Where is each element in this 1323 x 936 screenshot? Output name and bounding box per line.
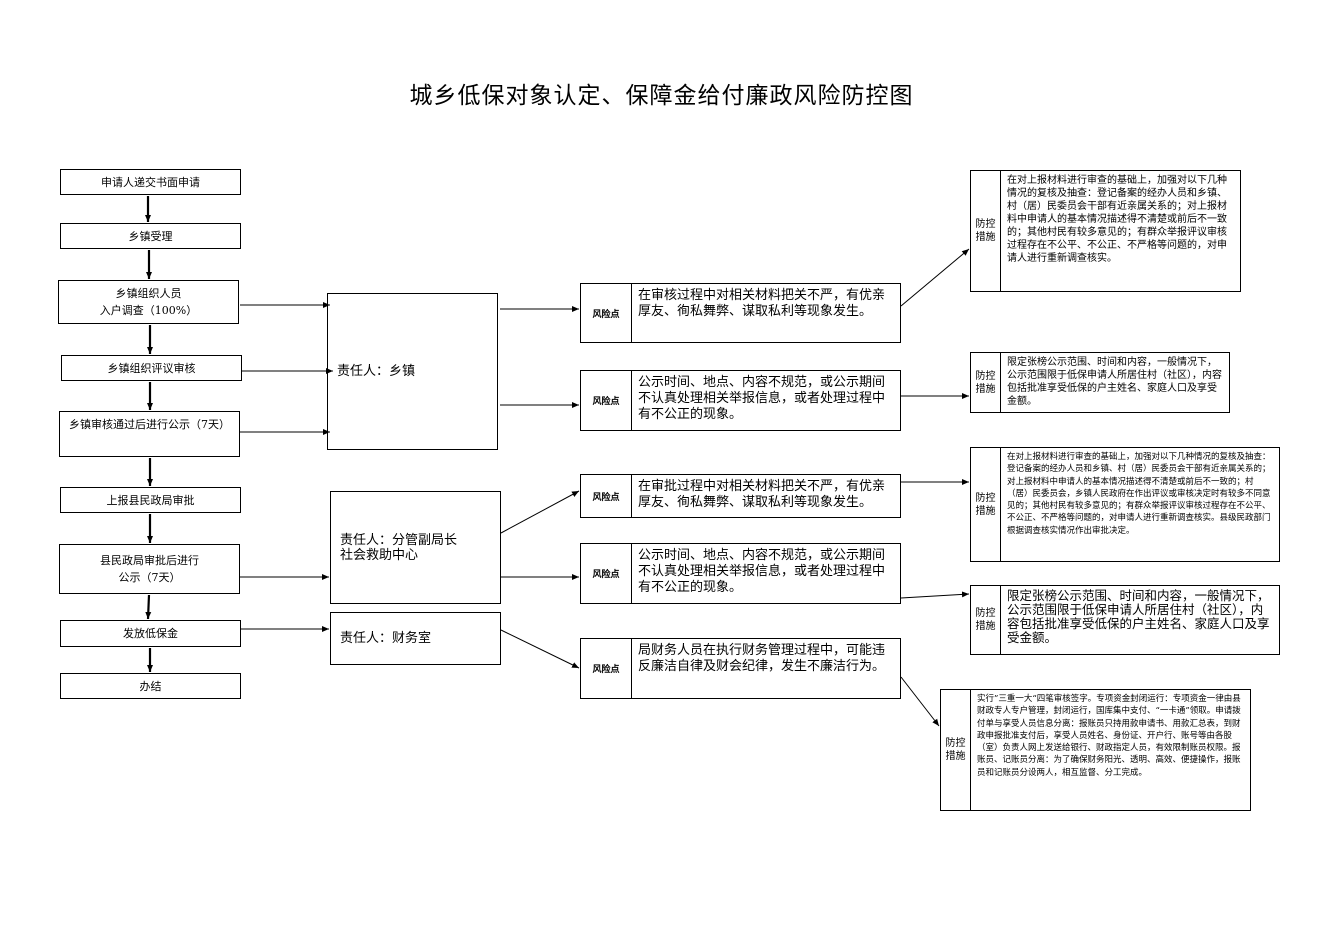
arrow-resp3-risk5 — [500, 629, 580, 669]
measure-text: 在对上报材料进行审查的基础上，加强对以下几种情况的复核及抽查：登记备案的经办人员… — [1007, 175, 1227, 264]
step-apply: 申请人递交书面申请 — [60, 169, 241, 195]
step-complete: 办结 — [60, 673, 241, 699]
step-pay: 发放低保金 — [60, 620, 241, 647]
measure-finance: 防控措施 实行”三重一大“四笔审核签字。专项资金封闭运行：专项资金一律由县财政专… — [940, 689, 1251, 811]
risk-text: 在审批过程中对相关材料把关不严，有优亲厚友、徇私舞弊、谋取私利等现象发生。 — [638, 479, 886, 510]
measure-text: 实行”三重一大“四笔审核签字。专项资金封闭运行：专项资金一律由县财政专人专户管理… — [977, 694, 1241, 778]
arrow-resp2-risk3 — [500, 490, 580, 534]
responsible-town-text: 责任人：乡镇 — [337, 364, 416, 379]
measure-label: 防控措施 — [941, 690, 971, 810]
measure-label: 防控措施 — [971, 353, 1001, 412]
step-town-publicity: 乡镇审核通过后进行公示（7天） — [59, 411, 240, 457]
risk-county-publicity: 风险点 公示时间、地点、内容不规范，或公示期间不认真处理相关举报信息，或者处理过… — [580, 543, 901, 604]
measure-label: 防控措施 — [971, 586, 1001, 654]
risk-label: 风险点 — [581, 544, 632, 603]
risk-text: 在审核过程中对相关材料把关不严，有优亲厚友、徇私舞弊、谋取私利等现象发生。 — [638, 288, 886, 319]
measure-county-approval: 防控措施 在对上报材料进行审查的基础上，加强对以下几种情况的复核及抽查：登记备案… — [970, 447, 1280, 562]
risk-text: 公示时间、地点、内容不规范，或公示期间不认真处理相关举报信息，或者处理过程中有不… — [638, 375, 886, 422]
step-accept: 乡镇受理 — [60, 223, 241, 249]
measure-text: 在对上报材料进行审查的基础上，加强对以下几种情况的复核及抽查：登记备案的经办人员… — [1007, 452, 1271, 536]
risk-label: 风险点 — [581, 284, 632, 342]
risk-text: 公示时间、地点、内容不规范，或公示期间不认真处理相关举报信息，或者处理过程中有不… — [638, 548, 886, 595]
measure-town-review: 防控措施 在对上报材料进行审查的基础上，加强对以下几种情况的复核及抽查：登记备案… — [970, 170, 1241, 292]
page-title: 城乡低保对象认定、保障金给付廉政风险防控图 — [409, 83, 914, 109]
responsible-finance: 责任人：财务室 — [330, 612, 501, 665]
arrow-risk1-measure1 — [900, 248, 970, 307]
step-review: 乡镇组织评议审核 — [61, 355, 242, 381]
risk-label: 风险点 — [581, 639, 632, 698]
responsible-finance-text: 责任人：财务室 — [340, 631, 432, 646]
arrow-step7-step8 — [145, 594, 152, 620]
step-report-county: 上报县民政局审批 — [60, 487, 241, 513]
risk-county-approval: 风险点 在审批过程中对相关材料把关不严，有优亲厚友、徇私舞弊、谋取私利等现象发生… — [580, 474, 901, 518]
risk-label: 风险点 — [581, 371, 632, 430]
risk-text: 局财务人员在执行财务管理过程中，可能违反廉洁自律及财会纪律，发生不廉洁行为。 — [638, 643, 886, 674]
arrow-risk4-measure4 — [900, 591, 970, 599]
responsible-town: 责任人：乡镇 — [327, 293, 498, 450]
measure-text: 限定张榜公示范围、时间和内容，一般情况下，公示范围限于低保申请人所居住村（社区）… — [1007, 588, 1270, 645]
measure-town-publicity: 防控措施 限定张榜公示范围、时间和内容，一般情况下，公示范围限于低保申请人所居住… — [970, 352, 1230, 413]
measure-label: 防控措施 — [971, 171, 1001, 291]
step-investigate: 乡镇组织人员 入户调查（100%） — [58, 280, 239, 324]
risk-town-publicity: 风险点 公示时间、地点、内容不规范，或公示期间不认真处理相关举报信息，或者处理过… — [580, 370, 901, 431]
measure-text: 限定张榜公示范围、时间和内容，一般情况下，公示范围限于低保申请人所居住村（社区）… — [1007, 357, 1222, 407]
responsible-deputy-director: 责任人：分管副局长 社会救助中心 — [330, 491, 501, 604]
risk-town-review: 风险点 在审核过程中对相关材料把关不严，有优亲厚友、徇私舞弊、谋取私利等现象发生… — [580, 283, 901, 343]
risk-label: 风险点 — [581, 475, 632, 517]
step-county-publicity: 县民政局审批后进行 公示（7天） — [59, 544, 240, 594]
arrow-risk5-measure5 — [900, 676, 940, 727]
responsible-deputy-text: 责任人：分管副局长 社会救助中心 — [340, 532, 458, 563]
measure-county-publicity: 防控措施 限定张榜公示范围、时间和内容，一般情况下，公示范围限于低保申请人所居住… — [970, 585, 1280, 655]
risk-finance: 风险点 局财务人员在执行财务管理过程中，可能违反廉洁自律及财会纪律，发生不廉洁行… — [580, 638, 901, 699]
measure-label: 防控措施 — [971, 448, 1001, 561]
